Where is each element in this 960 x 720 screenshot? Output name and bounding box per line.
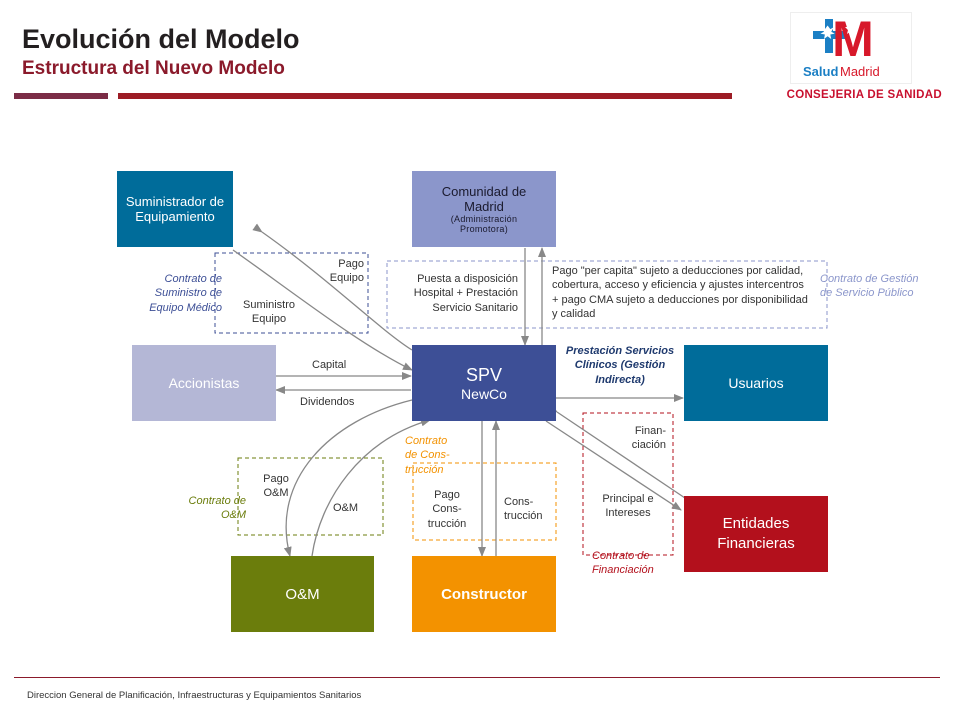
label-pago-per-capita: Pago "per capita" sujeto a deducciones p… [552, 265, 808, 320]
label-pago-construccion: Pago Cons- trucción [427, 489, 467, 530]
svg-text:Madrid: Madrid [840, 64, 880, 79]
page-title: Evolución del Modelo [22, 24, 300, 54]
label-contrato-construccion: Contrato de Cons- trucción [405, 435, 450, 476]
box-usuarios: Usuarios [684, 345, 828, 421]
box-suministrador: Suministrador de Equipamiento [117, 171, 233, 247]
label-prestacion: Prestación Servicios Clínicos (Gestión I… [565, 345, 675, 386]
label-om-flow: O&M [333, 502, 359, 514]
svg-text:Salud: Salud [803, 64, 838, 79]
label-suministro-equipo: Suministro Equipo [243, 299, 295, 326]
box-constructor: Constructor [412, 556, 556, 632]
arrow-financiacion [547, 403, 686, 499]
arrow-pago-om [283, 399, 413, 557]
box-comunidad: Comunidad de Madrid (Administración Prom… [412, 171, 556, 247]
box-accionistas: Accionistas [132, 345, 276, 421]
salud-madrid-logo: M Salud Madrid [790, 11, 912, 84]
box-om: O&M [231, 556, 374, 632]
label-pago-equipo: Pago Equipo [329, 258, 364, 285]
label-dividendos: Dividendos [300, 396, 355, 408]
footer-divider [14, 677, 940, 678]
logo-emblem-icon: M Salud Madrid [797, 11, 905, 79]
label-principal-intereses: Principal e Intereses [602, 493, 654, 520]
label-financiacion: Finan- ciación [631, 425, 666, 452]
page-subtitle: Estructura del Nuevo Modelo [22, 58, 285, 79]
contract-box-financiacion [582, 412, 674, 556]
arrow-om-flow [311, 418, 431, 557]
label-puesta-disposicion: Puesta a disposición Hospital + Prestaci… [413, 273, 518, 314]
label-pago-om: Pago O&M [263, 473, 289, 500]
department-label: CONSEJERIA DE SANIDAD [786, 89, 942, 101]
box-entidades: Entidades Financieras [684, 496, 828, 572]
label-contrato-suministro: Contrato de Suministro de Equipo Médico [149, 273, 222, 314]
header-bar-left [14, 93, 108, 99]
arrow-suministro-equipo [232, 249, 413, 371]
label-contrato-gestion: Contrato de Gestión de Servicio Público [820, 273, 919, 300]
contract-box-om [237, 457, 384, 536]
footer-text: Direccion General de Planificación, Infr… [27, 690, 362, 701]
box-spv: SPV NewCo [412, 345, 556, 421]
svg-text:M: M [832, 13, 874, 67]
header-bar-right [118, 93, 732, 99]
label-construccion: Cons- trucción [504, 496, 543, 523]
arrow-pago-equipo [252, 223, 413, 351]
arrow-principal-intereses [545, 420, 682, 511]
label-contrato-financiacion: Contrato de Financiación [592, 550, 654, 577]
label-capital: Capital [312, 359, 347, 371]
contract-box-construccion [412, 462, 557, 541]
contract-box-gestion [386, 260, 828, 329]
contract-box-suministro [214, 252, 369, 334]
label-contrato-om: Contrato de O&M [188, 495, 246, 522]
